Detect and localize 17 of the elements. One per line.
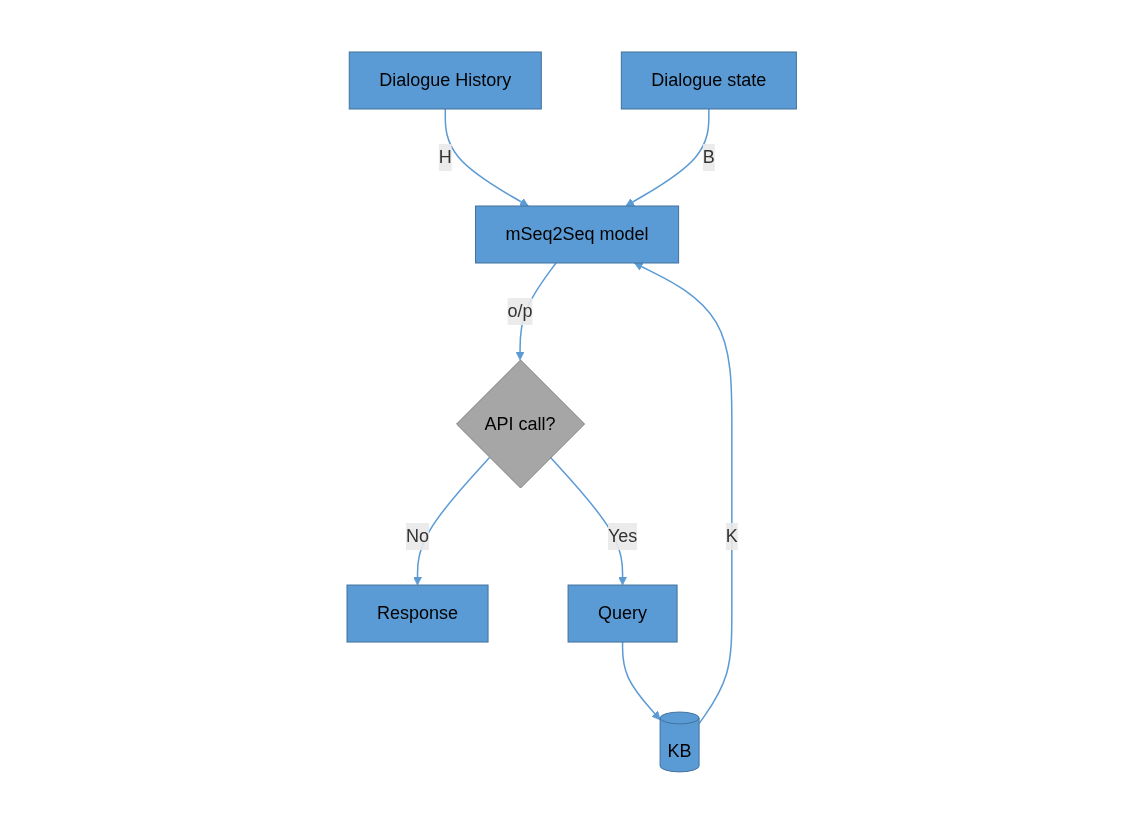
arrow bbox=[444, 108, 529, 207]
edge-label: o/p bbox=[507, 301, 533, 322]
node-box: Response bbox=[346, 584, 489, 643]
arrow bbox=[625, 108, 710, 207]
arrow bbox=[413, 456, 491, 586]
arrow bbox=[622, 641, 661, 721]
node-diamond: API call? bbox=[456, 359, 586, 489]
edge-label: H bbox=[439, 147, 453, 168]
node-box: Dialogue History bbox=[349, 51, 543, 110]
edge-label: K bbox=[726, 526, 739, 547]
edge-label: Yes bbox=[608, 526, 638, 547]
node-box: Query bbox=[567, 584, 678, 643]
edge-label: B bbox=[703, 147, 716, 168]
node-box: Dialogue state bbox=[621, 51, 798, 110]
arrow bbox=[634, 262, 733, 725]
node-box: mSeq2Seq model bbox=[475, 205, 680, 264]
edge-label: No bbox=[406, 526, 430, 547]
